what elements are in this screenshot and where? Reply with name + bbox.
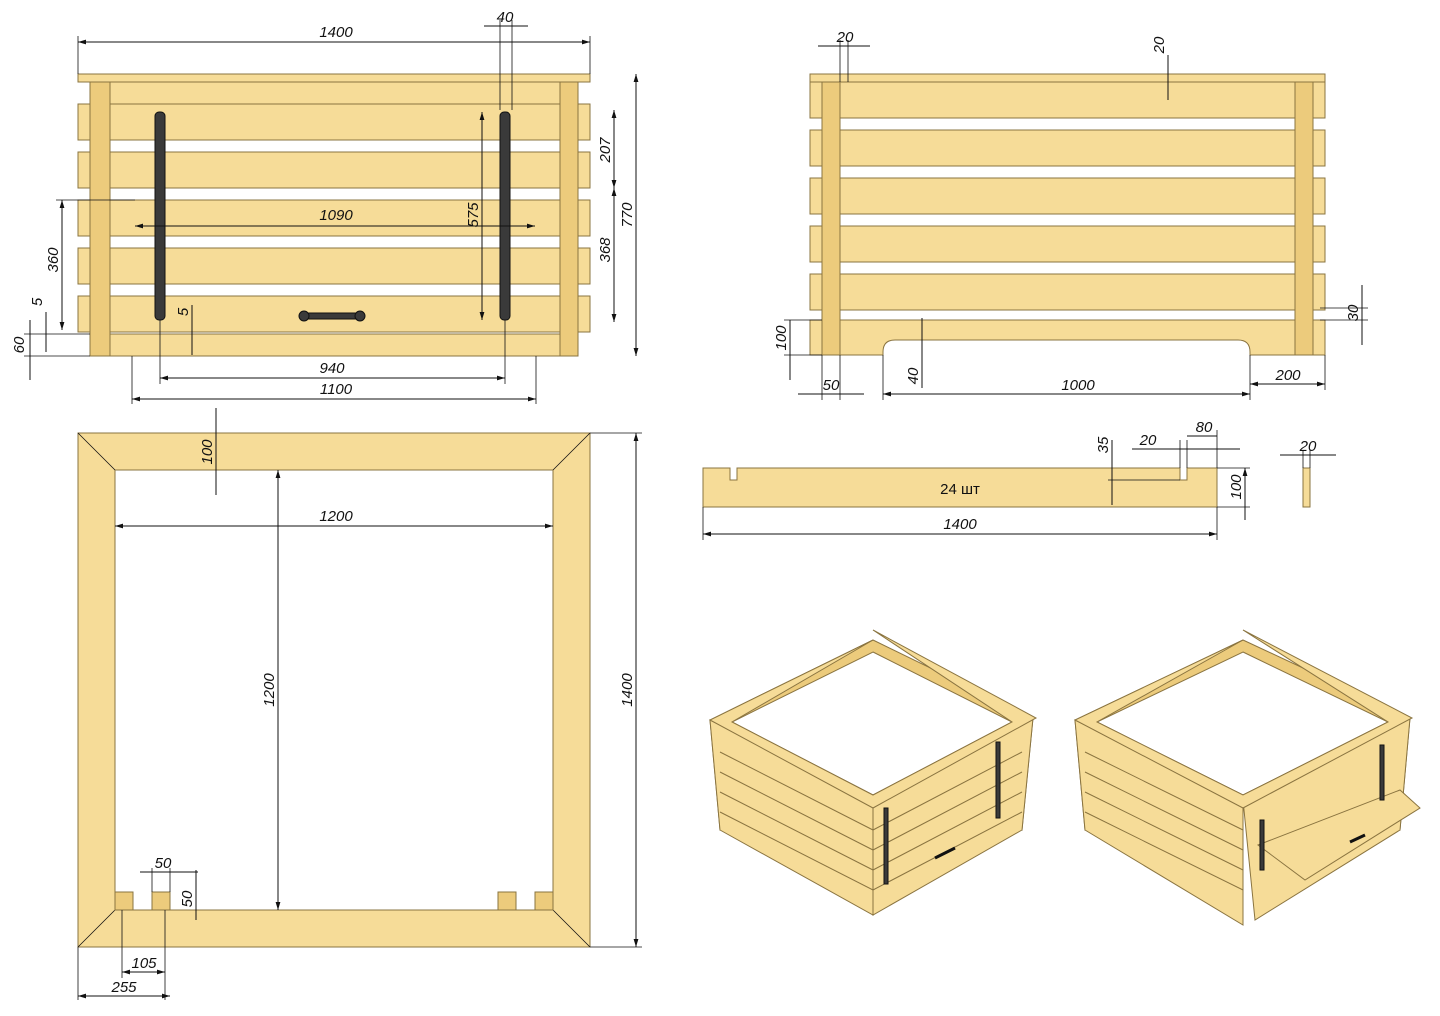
dim-inner-height: 1200 [261,673,278,707]
board-part: 24 шт 35 20 80 100 1400 20 [702,419,1336,540]
dim-height-total: 770 [619,202,636,228]
dim-notch-h: 50 [179,890,196,907]
dim-leg-width: 200 [1274,367,1301,384]
iso-view-closed [708,629,1038,916]
dim-notch-offset: 255 [110,979,137,996]
open-door-panel [1256,789,1421,881]
dim-arch-width: 1000 [1061,377,1095,394]
dim-outer-size: 1400 [619,673,636,707]
dim-board-thickness: 20 [1299,438,1317,455]
dim-base-offset: 60 [11,336,28,353]
dim-hinge-width: 40 [497,9,514,26]
dim-gap-left: 5 [29,297,46,306]
dim-base-height: 100 [773,325,790,351]
dim-notch-offset: 80 [1196,419,1213,436]
dim-arch-height: 40 [905,367,922,384]
dim-hinge-length: 575 [465,202,482,228]
dim-post-offset: 50 [823,377,840,394]
hinge-left-icon [154,111,166,321]
dim-width-total: 1400 [319,24,353,41]
dim-top-gap: 20 [1151,36,1168,54]
dim-slot-depth: 30 [1345,304,1362,321]
side-view: 20 20 100 30 50 40 1000 200 [773,29,1368,400]
dim-hinge-spacing: 940 [319,360,345,377]
dim-notch-w: 50 [155,855,172,872]
hinge-right-icon [499,111,511,321]
dim-notch-width: 20 [1139,432,1157,449]
dim-notch-depth: 35 [1095,436,1112,453]
dim-frame-width: 100 [199,439,216,465]
dim-board-length: 1400 [943,516,977,533]
dim-door-height-right: 368 [597,237,614,263]
front-view: 1400 40 770 207 368 1090 575 360 5 60 5 … [11,9,639,404]
dim-gap-bottom: 5 [175,307,192,316]
iso-view-open [1073,629,1421,926]
dim-door-width: 1100 [320,381,353,398]
dim-notch-gap: 105 [131,955,157,972]
dim-board-height: 100 [1228,474,1245,500]
handle-icon [301,312,363,320]
dim-post-width: 20 [836,29,854,46]
dim-inner-width: 1200 [319,508,353,525]
dim-inner-width: 1090 [319,207,353,224]
dim-board-pitch: 207 [597,137,614,164]
top-frame: 100 1200 1200 1400 50 50 105 255 [77,408,642,1000]
iso-hinge-icon [883,807,889,885]
board-quantity: 24 шт [940,481,980,498]
dim-door-height: 360 [45,247,62,273]
